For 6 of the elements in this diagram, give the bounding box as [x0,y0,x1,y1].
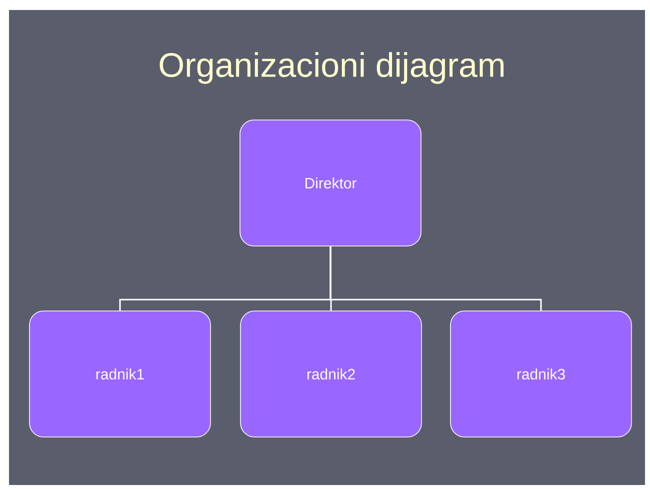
org-box: radnik2 [240,310,422,438]
connector-line [330,246,542,311]
org-box: radnik1 [29,310,211,438]
org-box: radnik3 [450,310,632,438]
org-box: Direktor [240,120,422,246]
slide-title: Organizacioni dijagram [160,52,504,84]
